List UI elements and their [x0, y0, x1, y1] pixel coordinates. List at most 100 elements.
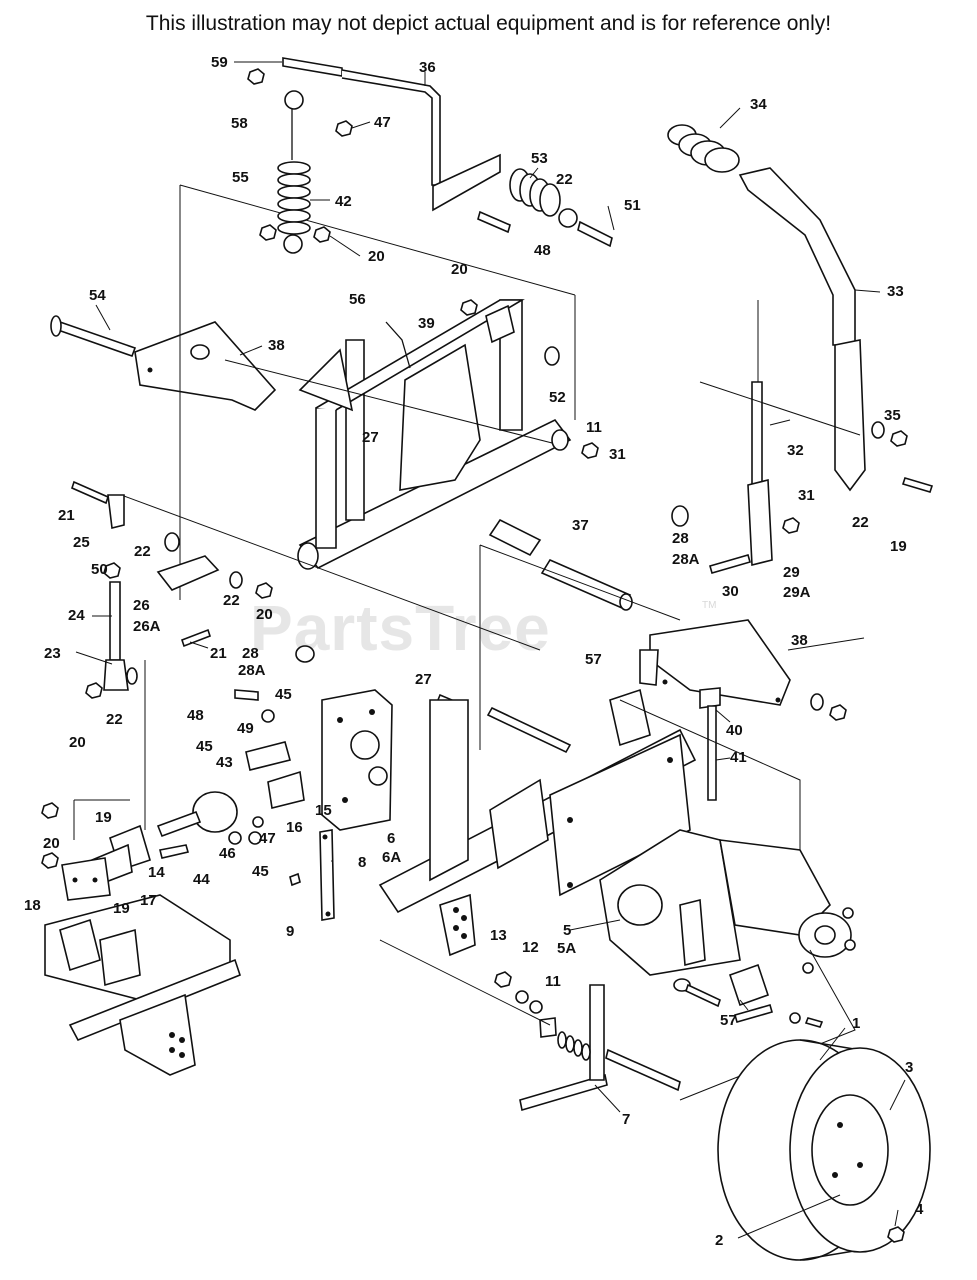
callout-label: 31: [609, 446, 626, 463]
callout-label: 28A: [238, 662, 266, 679]
callout-label: 28A: [672, 551, 700, 568]
callout-label: 16: [286, 819, 303, 836]
callout-label: 22: [852, 514, 869, 531]
callout-label: 11: [545, 973, 561, 990]
callout-label: 59: [211, 54, 228, 71]
callout-label: 57: [585, 651, 602, 668]
callout-label: 6: [387, 830, 395, 847]
transaxle: [494, 829, 856, 1101]
callout-label: 19: [95, 809, 112, 826]
callout-label: 22: [106, 711, 123, 728]
callout-label: 44: [193, 871, 210, 888]
callout-label: 4: [915, 1201, 924, 1218]
wheel: [717, 1039, 931, 1261]
callout-label: 41: [730, 749, 747, 766]
callout-label: 1: [852, 1015, 860, 1032]
callout-label: 17: [140, 892, 157, 909]
callout-label: 30: [722, 583, 739, 600]
callout-label: 5A: [557, 940, 576, 957]
callout-label: 37: [572, 517, 589, 534]
lower-left-frame: [44, 894, 241, 1076]
callout-label: 31: [798, 487, 815, 504]
callout-label: 45: [275, 686, 292, 703]
main-chassis: [289, 619, 847, 957]
callout-label: 21: [58, 507, 75, 524]
callout-label: 55: [232, 169, 249, 186]
leader-lines: [75, 61, 906, 1239]
callout-label: 21: [210, 645, 227, 662]
callout-label: 48: [187, 707, 204, 724]
callout-label: 33: [887, 283, 904, 300]
callout-label: 57: [720, 1012, 737, 1029]
callout-label: 12: [522, 939, 539, 956]
callout-label: 22: [556, 171, 573, 188]
callout-label: 8: [358, 854, 366, 871]
callout-label: 13: [490, 927, 507, 944]
callout-label: 34: [750, 96, 767, 113]
callout-label: 5: [563, 922, 571, 939]
callout-label: 27: [415, 671, 432, 688]
watermark-text: PartsTree: [250, 592, 551, 664]
callout-label: 32: [787, 442, 804, 459]
left-bracket-assembly: [41, 689, 305, 901]
callout-label: 24: [68, 607, 85, 624]
callout-label: 3: [905, 1059, 913, 1076]
callout-label: 52: [549, 389, 566, 406]
callout-label: 15: [315, 802, 332, 819]
callout-label: 29: [783, 564, 800, 581]
callout-label: 35: [884, 407, 901, 424]
cross-shaft: [479, 518, 681, 750]
callout-label: 46: [219, 845, 236, 862]
callout-label: 26A: [133, 618, 161, 635]
callout-label: 45: [196, 738, 213, 755]
callout-label: 25: [73, 534, 90, 551]
callout-label: 19: [113, 900, 130, 917]
callout-label: 20: [451, 261, 468, 278]
right-lever: [667, 124, 934, 574]
callout-label: 53: [531, 150, 548, 167]
callout-label: 19: [890, 538, 907, 555]
callout-label: 20: [43, 835, 60, 852]
upper-frame: [50, 184, 599, 600]
callout-label: 20: [256, 606, 273, 623]
callout-label: 38: [268, 337, 285, 354]
callout-label: 2: [715, 1232, 723, 1249]
callout-label: 9: [286, 923, 294, 940]
callout-label: 39: [418, 315, 435, 332]
callout-label: 42: [335, 193, 352, 210]
callout-label: 26: [133, 597, 150, 614]
callout-label: 6A: [382, 849, 401, 866]
callout-label: 38: [791, 632, 808, 649]
left-linkage: [71, 480, 541, 830]
callout-label: 43: [216, 754, 233, 771]
callout-label: 20: [69, 734, 86, 751]
callout-labels: 1 2 3 4 5 5A 6 6A 7 8 9 11 11 12 13 14 1…: [24, 54, 924, 1249]
callout-label: 22: [134, 543, 151, 560]
callout-label: 50: [91, 561, 108, 578]
callout-label: 36: [419, 59, 436, 76]
callout-label: 48: [534, 242, 551, 259]
callout-label: 18: [24, 897, 41, 914]
callout-label: 20: [368, 248, 385, 265]
lever-and-spring: [247, 57, 613, 254]
callout-label: 28: [672, 530, 689, 547]
callout-label: 14: [148, 864, 165, 881]
callout-label: 49: [237, 720, 254, 737]
callout-label: 40: [726, 722, 743, 739]
callout-label: 45: [252, 863, 269, 880]
watermark-tm: TM: [702, 600, 716, 611]
callout-label: 22: [223, 592, 240, 609]
disclaimer-text: This illustration may not depict actual …: [145, 12, 832, 35]
callout-label: 23: [44, 645, 61, 662]
callout-label: 28: [242, 645, 259, 662]
callout-label: 29A: [783, 584, 811, 601]
callout-label: 11: [586, 419, 602, 436]
callout-label: 51: [624, 197, 641, 214]
callout-label: 54: [89, 287, 106, 304]
callout-label: 47: [374, 114, 391, 131]
callout-label: 47: [259, 830, 276, 847]
callout-label: 7: [622, 1111, 630, 1128]
callout-label: 56: [349, 291, 366, 308]
